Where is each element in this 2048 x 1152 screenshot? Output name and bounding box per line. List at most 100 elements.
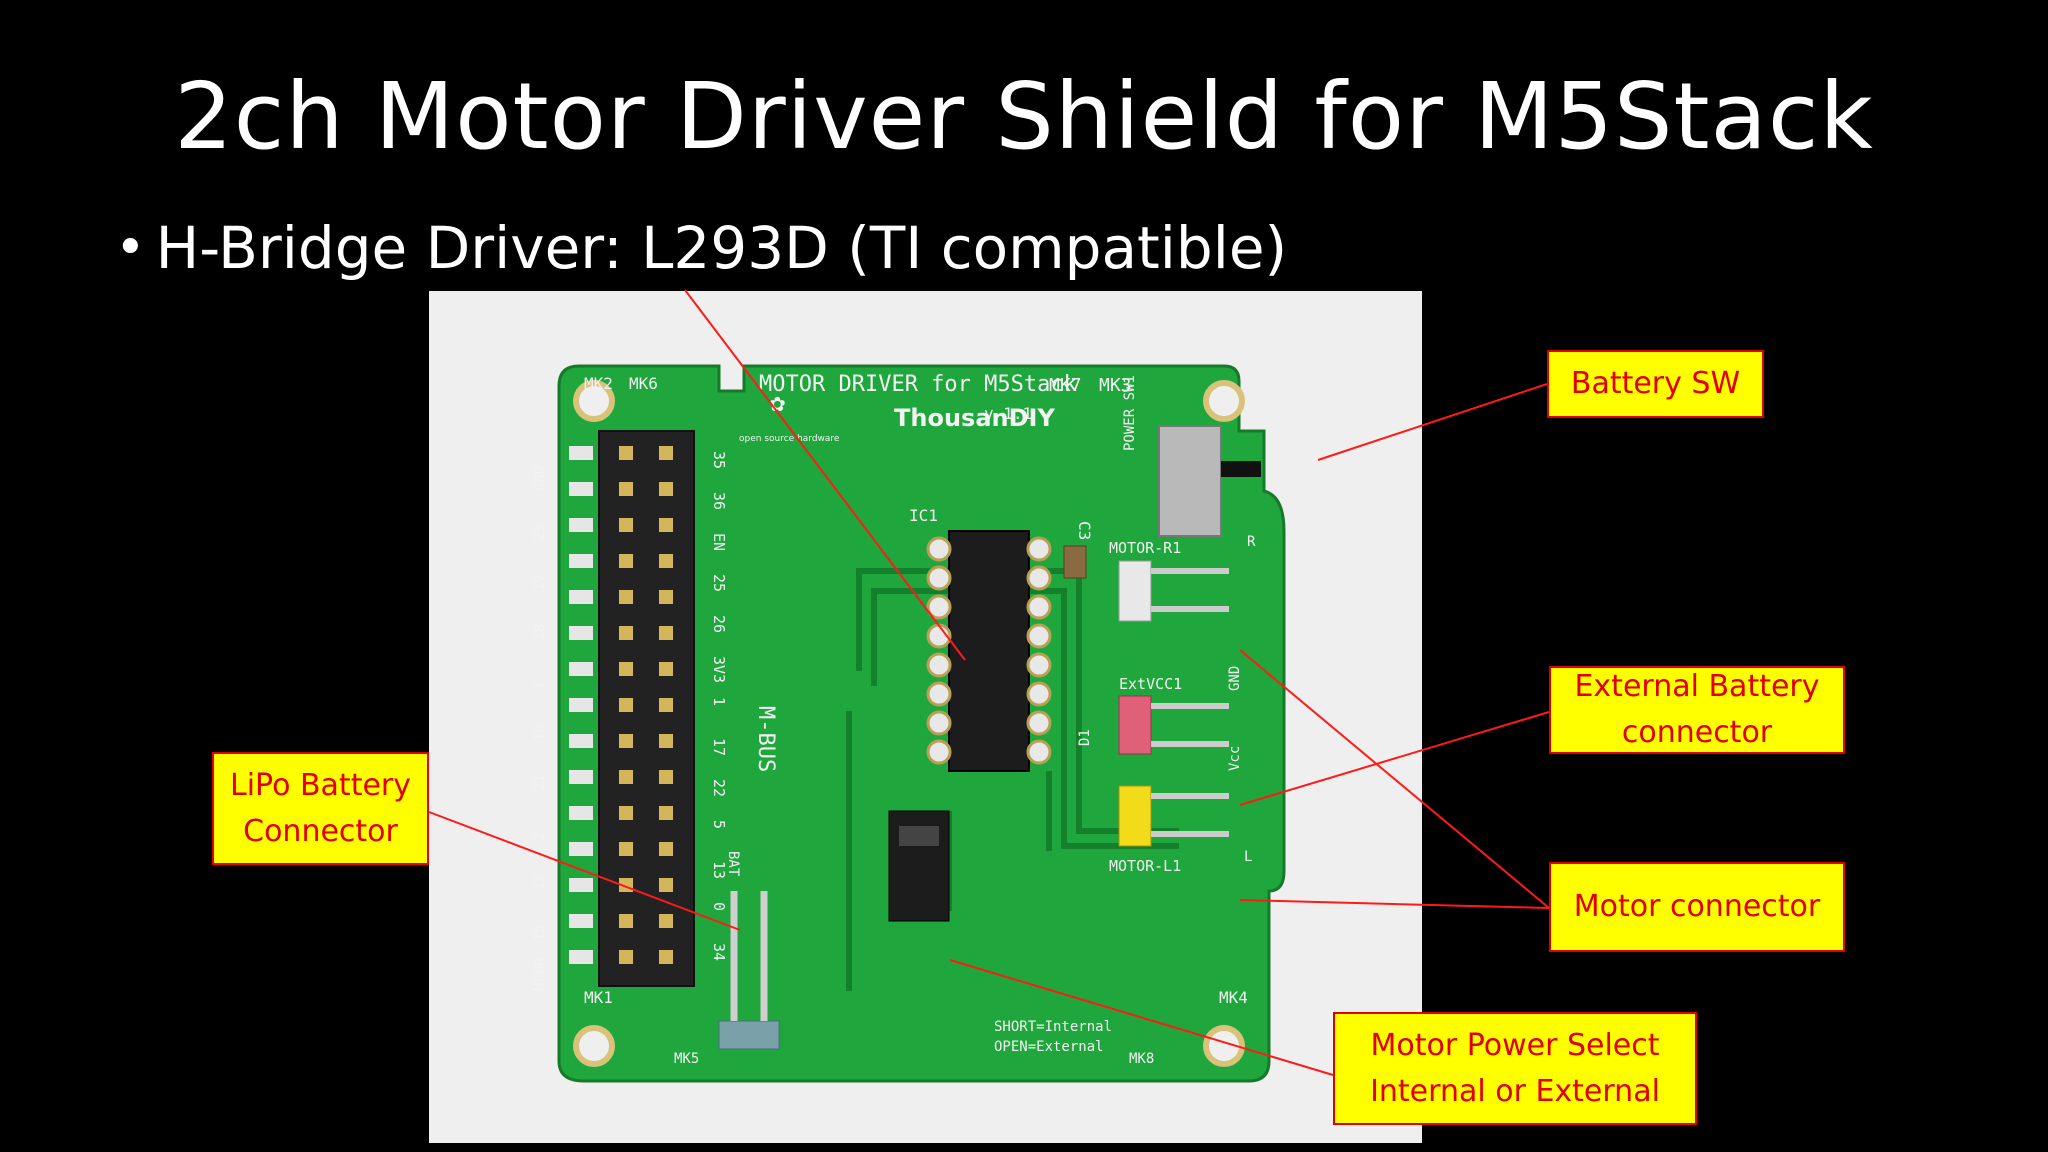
- ic-pin: [926, 594, 952, 620]
- marker-mk8: MK8: [1129, 1051, 1154, 1067]
- header-pin: [619, 698, 633, 712]
- callout-lipo-battery: LiPo Battery Connector: [212, 752, 429, 865]
- marker-mk2: MK2: [584, 374, 613, 393]
- motor-l-connector: [1118, 785, 1152, 847]
- pin-label: 3: [532, 683, 548, 691]
- ic-pin: [926, 565, 952, 591]
- header-pin: [659, 806, 673, 820]
- short-text-1: SHORT=Internal: [994, 1019, 1112, 1035]
- header-pin: [619, 770, 633, 784]
- side-pin: [569, 698, 593, 712]
- cap-label: C3: [1075, 521, 1094, 540]
- marker-mk5: MK5: [674, 1051, 699, 1067]
- pin-label: 23: [532, 524, 548, 541]
- callout-motor-power-line1: Motor Power Select: [1370, 1027, 1660, 1063]
- ic-pin: [926, 623, 952, 649]
- ic-pin: [926, 681, 952, 707]
- slide-title: 2ch Motor Driver Shield for M5Stack: [174, 63, 1874, 170]
- mount-hole-icon: [573, 380, 615, 422]
- r-label: R: [1247, 534, 1256, 550]
- extvcc-label: ExtVCC1: [1119, 675, 1182, 693]
- ic-pin: [926, 536, 952, 562]
- pin-label: 2: [532, 833, 548, 841]
- capacitor: [1063, 545, 1087, 579]
- side-pin: [569, 950, 593, 964]
- ic-pin: [926, 710, 952, 736]
- oss-logo-icon: ✿: [769, 392, 786, 416]
- header-pin: [619, 842, 633, 856]
- pin-label: 36: [710, 492, 728, 510]
- header-pin: [659, 842, 673, 856]
- jumper-cap: [899, 826, 939, 846]
- bullet-text: H-Bridge Driver: L293D (TI compatible): [155, 214, 1288, 282]
- pcb-illustration: MOTOR DRIVER for M5Stack MK7 MK3 MK2 MK6…: [532, 364, 1286, 1083]
- header-pin: [619, 518, 633, 532]
- header-pin: [659, 734, 673, 748]
- header-pin: [659, 770, 673, 784]
- board-heading: MOTOR DRIVER for M5Stack: [759, 372, 1077, 397]
- side-pin: [569, 806, 593, 820]
- callout-battery-sw: Battery SW: [1547, 350, 1764, 418]
- board-photo: MOTOR DRIVER for M5Stack MK7 MK3 MK2 MK6…: [429, 291, 1422, 1143]
- side-pin: [569, 626, 593, 640]
- ic-pin: [1026, 739, 1052, 765]
- callout-external-battery-line1: External Battery: [1574, 669, 1820, 704]
- pin-label: HPWR: [532, 957, 548, 991]
- oss-text: open source hardware: [739, 434, 840, 444]
- motor-l-label: MOTOR-L1: [1109, 857, 1181, 875]
- mbus-label: M-BUS: [753, 706, 778, 772]
- pin-label: 25: [710, 574, 728, 592]
- pin-label: 0: [710, 902, 728, 911]
- side-pin: [569, 446, 593, 460]
- side-pin: [569, 734, 593, 748]
- power-sw-label: POWER SW1: [1122, 375, 1138, 451]
- side-pin: [569, 482, 593, 496]
- callout-motor-power-select: Motor Power Select Internal or External: [1333, 1012, 1697, 1125]
- pin-label: GND: [532, 466, 548, 491]
- brand-name: ThousanDIY: [894, 404, 1055, 432]
- header-pin: [619, 482, 633, 496]
- header-pin: [659, 554, 673, 568]
- ic-pin: [1026, 536, 1052, 562]
- header-pin: [659, 698, 673, 712]
- header-pin: [659, 518, 673, 532]
- header-pin: [619, 626, 633, 640]
- mount-hole-icon: [1203, 380, 1245, 422]
- header-pin: [619, 590, 633, 604]
- vcc-label: Vcc: [1227, 746, 1243, 771]
- switch-lever: [1221, 461, 1261, 477]
- pin-label: 12: [532, 874, 548, 891]
- header-pin: [619, 662, 633, 676]
- ic-pin: [1026, 652, 1052, 678]
- marker-mk4: MK4: [1219, 988, 1248, 1007]
- header-pin: [619, 878, 633, 892]
- callout-battery-sw-text: Battery SW: [1570, 366, 1741, 401]
- ic-pin: [1026, 565, 1052, 591]
- extvcc-connector: [1118, 695, 1152, 755]
- side-pin: [569, 518, 593, 532]
- ic-chip: [948, 530, 1030, 772]
- board-version: v 1.1: [984, 404, 1032, 423]
- ic-pin: [1026, 681, 1052, 707]
- pin-label: 22: [710, 779, 728, 797]
- mount-hole-icon: [1203, 1025, 1245, 1067]
- bat-label: BAT: [725, 851, 741, 877]
- header-pin: [659, 626, 673, 640]
- pin-label: 1: [710, 697, 728, 706]
- gnd-label: GND: [1227, 666, 1243, 691]
- pin-label: 5: [710, 820, 728, 829]
- pin-label: 26: [710, 615, 728, 633]
- d1-label: D1: [1077, 729, 1093, 746]
- side-pin: [569, 590, 593, 604]
- side-pin: [569, 662, 593, 676]
- header-pin: [619, 734, 633, 748]
- l-label: L: [1244, 849, 1252, 865]
- header-pin: [659, 662, 673, 676]
- pin-header: [598, 430, 695, 987]
- motor-r-label: MOTOR-R1: [1109, 539, 1181, 557]
- header-pin: [659, 950, 673, 964]
- callout-motor-connector-text: Motor connector: [1573, 889, 1821, 924]
- pin-label: 3V3: [710, 656, 728, 683]
- bullet-item: • H-Bridge Driver: L293D (TI compatible): [115, 212, 1287, 284]
